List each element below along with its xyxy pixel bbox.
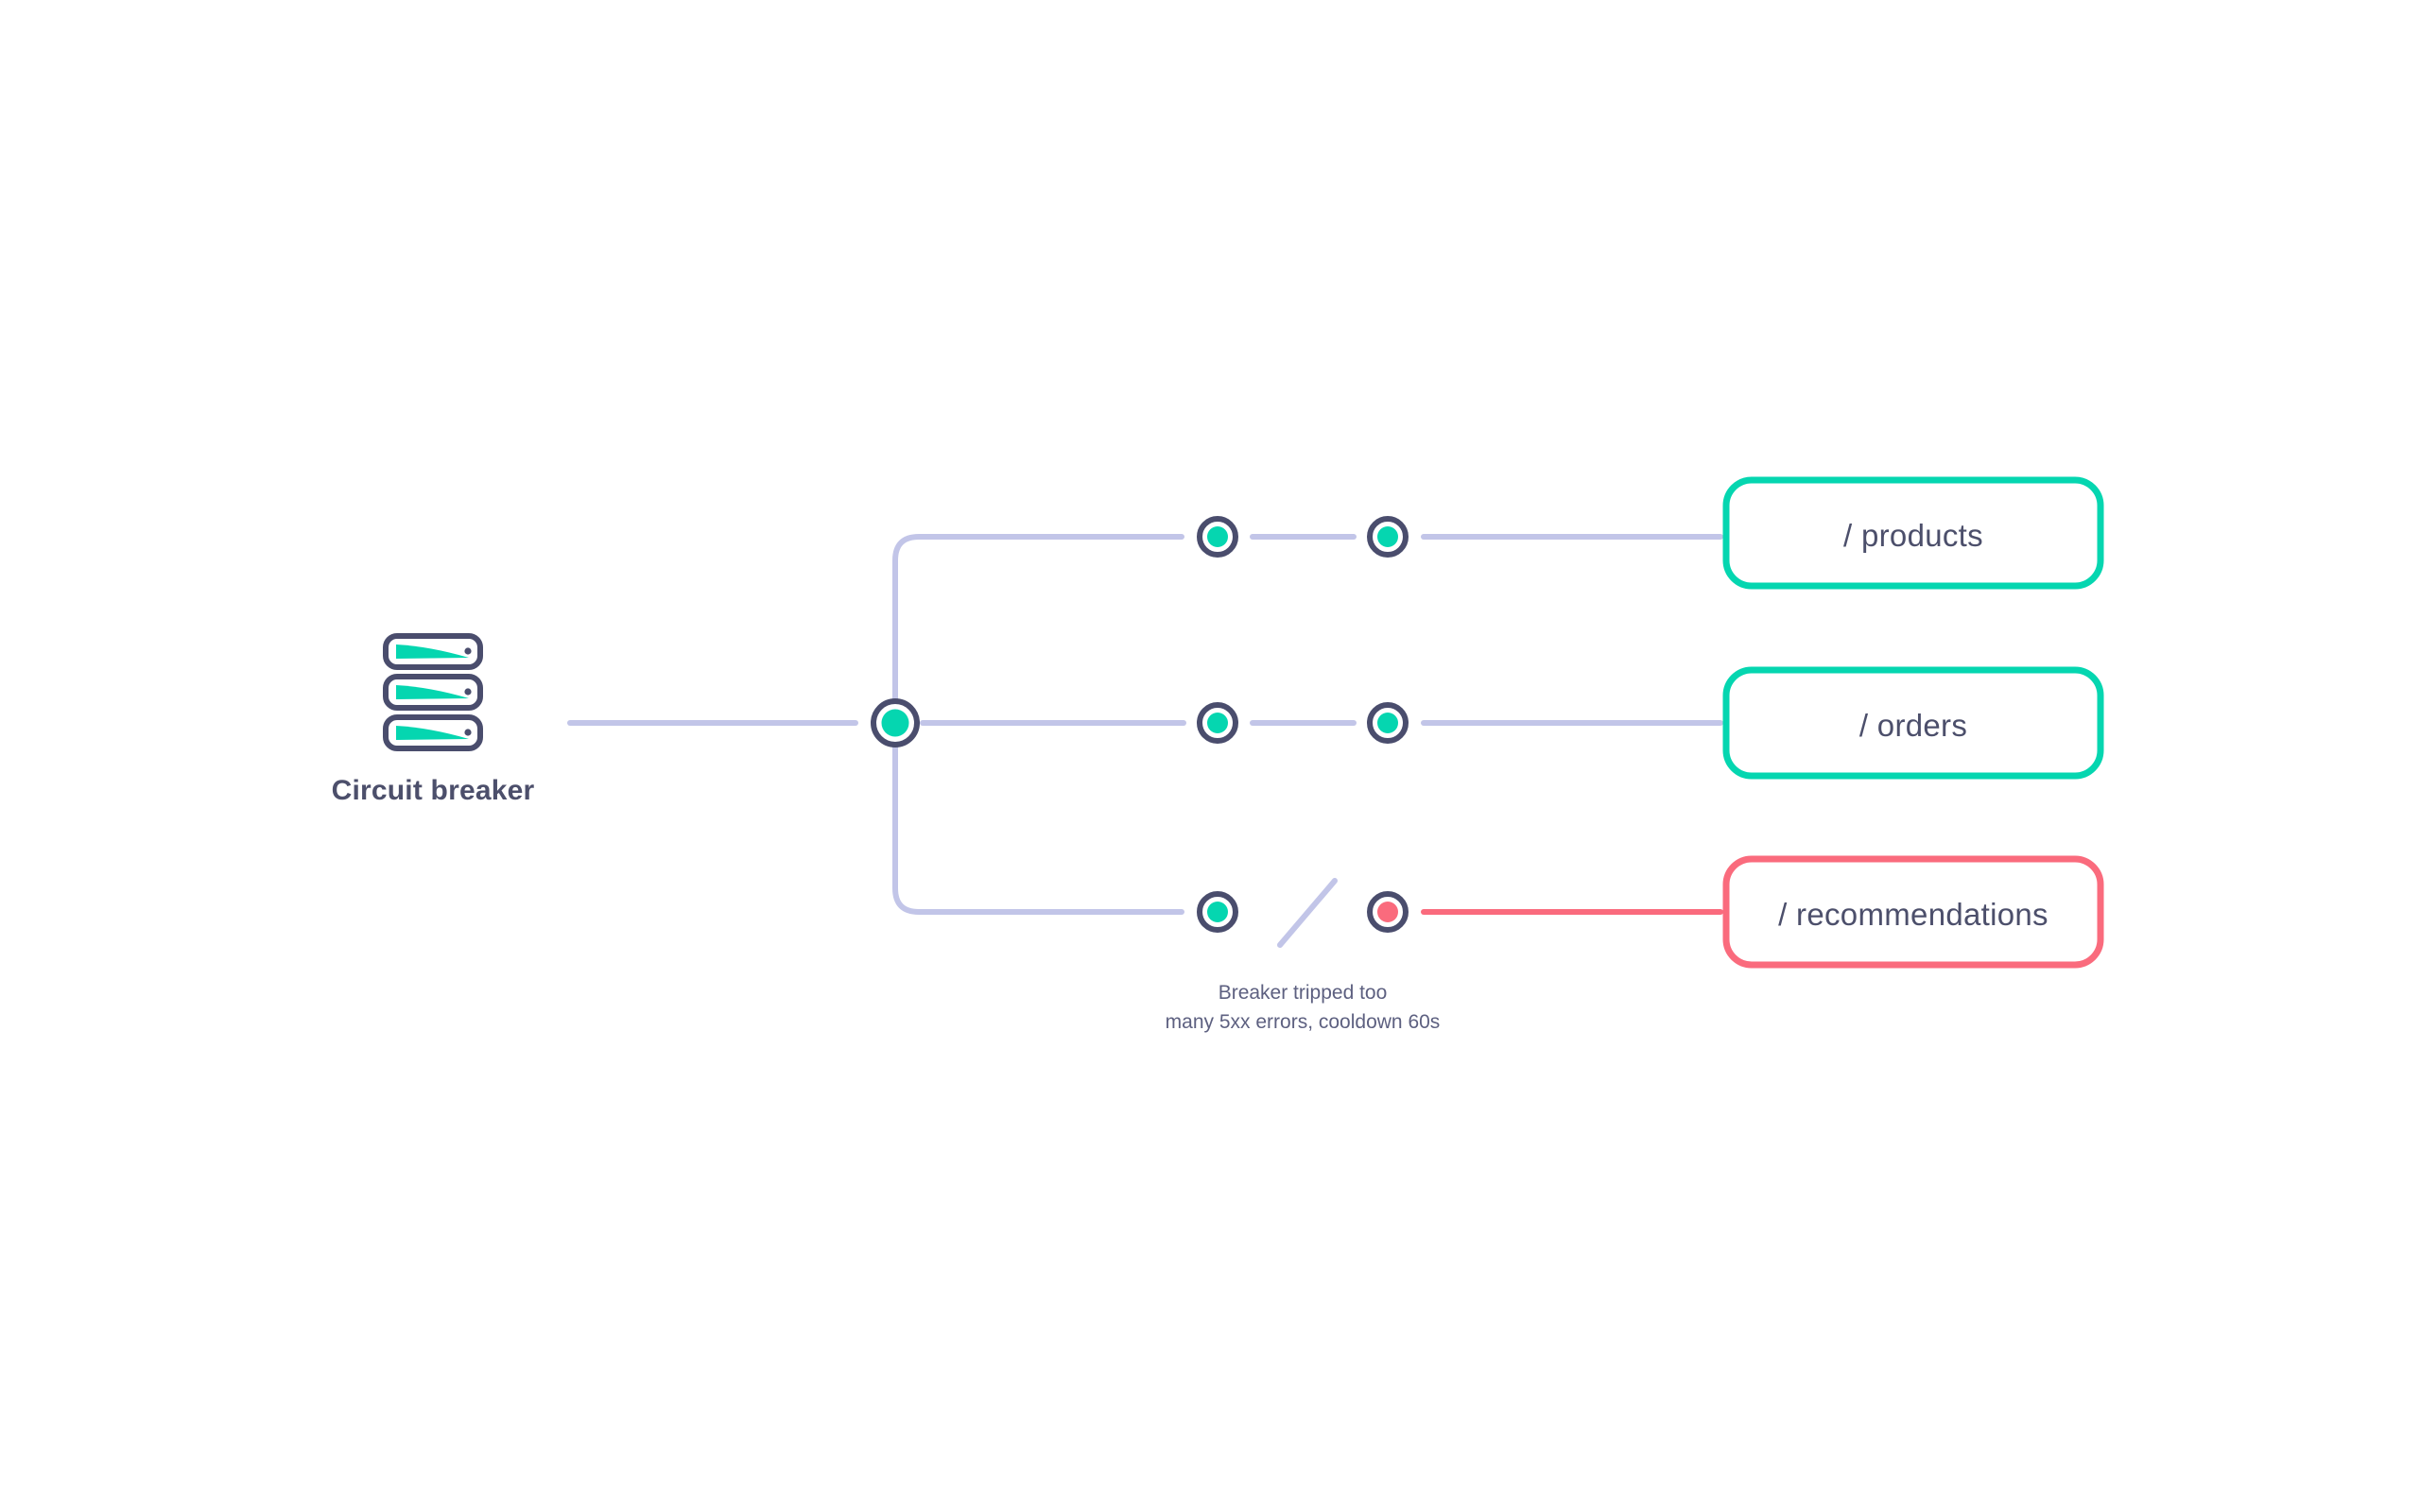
route-recommendations-hop-node-1[interactable] — [1197, 891, 1238, 933]
breaker-annotation: Breaker tripped too many 5xx errors, coo… — [1166, 982, 1441, 1033]
route-products-hop-node-2[interactable] — [1367, 516, 1409, 558]
route-box-orders[interactable]: / orders — [1722, 666, 2104, 780]
circuit-breaker-hub-node[interactable] — [871, 698, 920, 747]
breaker-annotation-line-2: many 5xx errors, cooldown 60s — [1166, 1011, 1441, 1033]
route-box-products[interactable]: / products — [1722, 476, 2104, 590]
route-orders-hop-node-2[interactable] — [1367, 702, 1409, 744]
route-box-recommendations-label: / recommendations — [1778, 897, 2048, 932]
server-stack-icon — [383, 633, 483, 751]
route-orders-hop-node-1[interactable] — [1197, 702, 1238, 744]
route-box-recommendations[interactable]: / recommendations — [1722, 855, 2104, 969]
connector-layer — [567, 534, 1723, 948]
route-box-orders-label: / orders — [1859, 708, 1967, 743]
route-box-products-label: / products — [1843, 518, 1983, 553]
link-trunk-down — [892, 742, 1184, 915]
source-label: Circuit breaker — [332, 775, 535, 806]
breaker-annotation-line-1: Breaker tripped too — [1219, 982, 1388, 1004]
route-products-hop-node-1[interactable] — [1197, 516, 1238, 558]
route-recommendations-hop-node-2[interactable] — [1367, 891, 1409, 933]
broken-link-slash-icon — [1277, 878, 1338, 948]
link-trunk-up — [892, 534, 1184, 704]
